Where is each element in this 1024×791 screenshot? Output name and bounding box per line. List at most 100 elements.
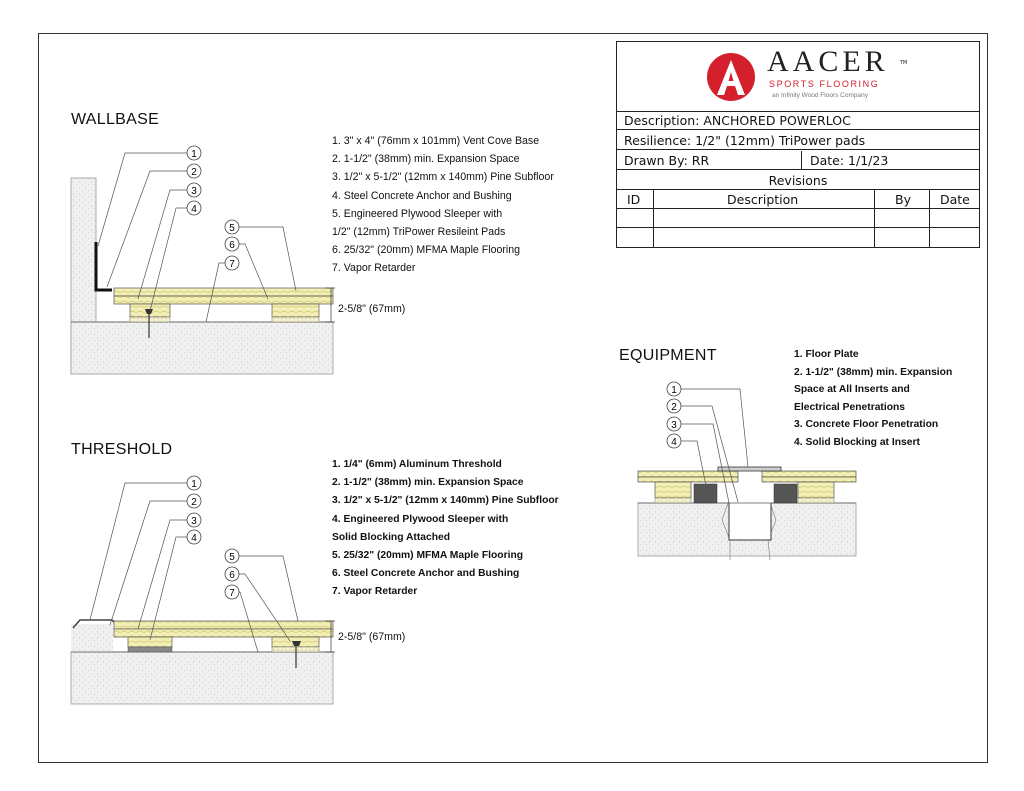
wallbase-heading: WALLBASE	[71, 111, 160, 128]
threshold-blocking	[127, 646, 173, 653]
rev-header-description: Description	[727, 192, 799, 207]
wallbase-sleeper-right	[271, 303, 320, 318]
bubble-label: 3	[191, 516, 197, 527]
logo-brand: AACER	[767, 45, 889, 78]
revisions-title: Revisions	[768, 173, 828, 188]
description-row: Description: ANCHORED POWERLOC	[617, 111, 979, 130]
bubble-label: 4	[191, 204, 197, 215]
wallbase-notes: 1. 3" x 4" (76mm x 101mm) Vent Cove Base…	[332, 132, 554, 278]
wallbase-note: 2. 1-1/2" (38mm) min. Expansion Space	[332, 153, 520, 166]
bubble-label: 1	[191, 479, 197, 490]
equipment-notes: 1. Floor Plate 2. 1-1/2" (38mm) min. Exp…	[794, 346, 952, 452]
wallbase-subfloor	[113, 295, 334, 305]
equipment-detail: 1 2 3 4	[637, 381, 857, 561]
threshold-detail: 1 2 3 4 5 6 7	[70, 475, 335, 705]
equipment-bubble-labels: 1 2 3 4	[671, 385, 677, 448]
drawn-date-divider	[801, 151, 802, 169]
wallbase-note: 5. Engineered Plywood Sleeper with	[332, 207, 503, 220]
wallbase-note: 6. 25/32" (20mm) MFMA Maple Flooring	[332, 244, 521, 257]
threshold-anchor-head	[292, 641, 301, 646]
logo-mark	[707, 53, 755, 101]
equipment-note: Electrical Penetrations	[794, 401, 906, 413]
drawn-by-value: Drawn By: RR	[624, 153, 710, 168]
equipment-note: 3. Concrete Floor Penetration	[794, 419, 939, 431]
threshold-note: 6. Steel Concrete Anchor and Bushing	[332, 568, 520, 580]
wallbase-note: 1. 3" x 4" (76mm x 101mm) Vent Cove Base	[332, 135, 540, 147]
wallbase-bubbles	[186, 145, 240, 271]
threshold-note: 2. 1-1/2" (38mm) min. Expansion Space	[332, 477, 524, 489]
threshold-note: 4. Engineered Plywood Sleeper with	[332, 513, 509, 525]
equipment-subfloor-right	[761, 476, 857, 483]
resilience-row: Resilience: 1/2" (12mm) TriPower pads	[617, 131, 979, 150]
equipment-penetration	[728, 503, 772, 541]
threshold-note: Solid Blocking Attached	[332, 531, 451, 543]
drawing-sheet-border	[38, 33, 988, 763]
rev-col-divider-1	[653, 190, 654, 247]
description-value: Description: ANCHORED POWERLOC	[624, 113, 851, 128]
rev-header-id: ID	[627, 192, 641, 207]
equipment-leaders	[681, 388, 749, 504]
wallbase-note: 1/2" (12mm) TriPower Resileint Pads	[332, 226, 506, 239]
equipment-flooring-right	[761, 470, 857, 478]
threshold-notes: 1. 1/4" (6mm) Aluminum Threshold 2. 1-1/…	[332, 456, 559, 602]
bubble-label: 4	[191, 533, 197, 544]
wallbase-note: 3. 1/2" x 5-1/2" (12mm x 140mm) Pine Sub…	[332, 171, 554, 184]
bubble-label: 3	[191, 186, 197, 197]
threshold-note: 7. Vapor Retarder	[332, 586, 418, 598]
threshold-note: 5. 25/32" (20mm) MFMA Maple Flooring	[332, 550, 524, 562]
equipment-break-right	[767, 502, 777, 561]
wallbase-pad-left	[129, 316, 171, 323]
logo-tm: TM	[900, 60, 908, 66]
equipment-floor-plate	[717, 466, 782, 472]
bubble-label: 7	[229, 259, 235, 270]
wallbase-note: 4. Steel Concrete Anchor and Bushing	[332, 189, 512, 202]
equipment-note: 1. Floor Plate	[794, 349, 859, 360]
equipment-penetration-void	[729, 500, 771, 540]
rev-col-divider-2	[874, 190, 875, 247]
threshold-bubble-labels: 1 2 3 4 5 6 7	[191, 479, 235, 599]
revisions-title-row: Revisions	[617, 171, 979, 190]
bubble-label: 6	[229, 240, 235, 251]
wallbase-anchor-head	[145, 309, 153, 314]
threshold-bubbles	[186, 475, 240, 600]
rev-header-by: By	[895, 192, 911, 207]
bubble-label: 1	[671, 385, 677, 396]
equipment-pad-left	[654, 497, 692, 504]
revisions-header-row: ID Description By Date	[617, 190, 979, 209]
wallbase-note: 7. Vapor Retarder	[332, 262, 416, 275]
logo-tagline: SPORTS FLOORING	[769, 79, 880, 89]
wallbase-bubble-labels: 1 2 3 4 5 6 7	[191, 149, 235, 270]
wallbase-concrete-slab	[70, 321, 334, 375]
logo-subtag: an Infinity Wood Floors Company	[772, 92, 868, 99]
bubble-label: 5	[229, 552, 235, 563]
threshold-maple-flooring	[113, 620, 334, 630]
threshold-adjacent-floor	[71, 624, 113, 652]
equipment-bubbles	[666, 381, 682, 449]
threshold-heading: THRESHOLD	[71, 441, 173, 458]
equipment-blocking-right	[773, 483, 798, 504]
bubble-label: 2	[671, 402, 677, 413]
wallbase-maple-flooring	[113, 287, 334, 297]
logo-letter-a-hole	[728, 72, 734, 81]
bubble-label: 2	[191, 497, 197, 508]
bubble-label: 3	[671, 420, 677, 431]
rev-col-divider-3	[929, 190, 930, 247]
equipment-break-left	[721, 502, 731, 560]
bubble-label: 5	[229, 223, 235, 234]
equipment-sleeper-left	[654, 481, 692, 499]
threshold-concrete-slab	[70, 651, 334, 705]
bubble-label: 6	[229, 570, 235, 581]
wallbase-leaders	[97, 152, 297, 323]
wallbase-detail: 1 2 3 4 5 6 7	[70, 145, 335, 375]
rev-header-date: Date	[940, 192, 970, 207]
equipment-subfloor-left	[637, 476, 739, 483]
resilience-value: Resilience: 1/2" (12mm) TriPower pads	[624, 133, 866, 148]
wallbase-dimension: 2-5/8" (67mm)	[338, 303, 406, 315]
drawn-by-row: Drawn By: RR Date: 1/1/23	[617, 151, 979, 170]
equipment-heading: EQUIPMENT	[619, 347, 717, 364]
bubble-label: 4	[671, 437, 677, 448]
threshold-leaders	[89, 482, 299, 653]
revisions-empty-row-1	[617, 209, 979, 228]
threshold-sleeper-left	[127, 636, 173, 648]
